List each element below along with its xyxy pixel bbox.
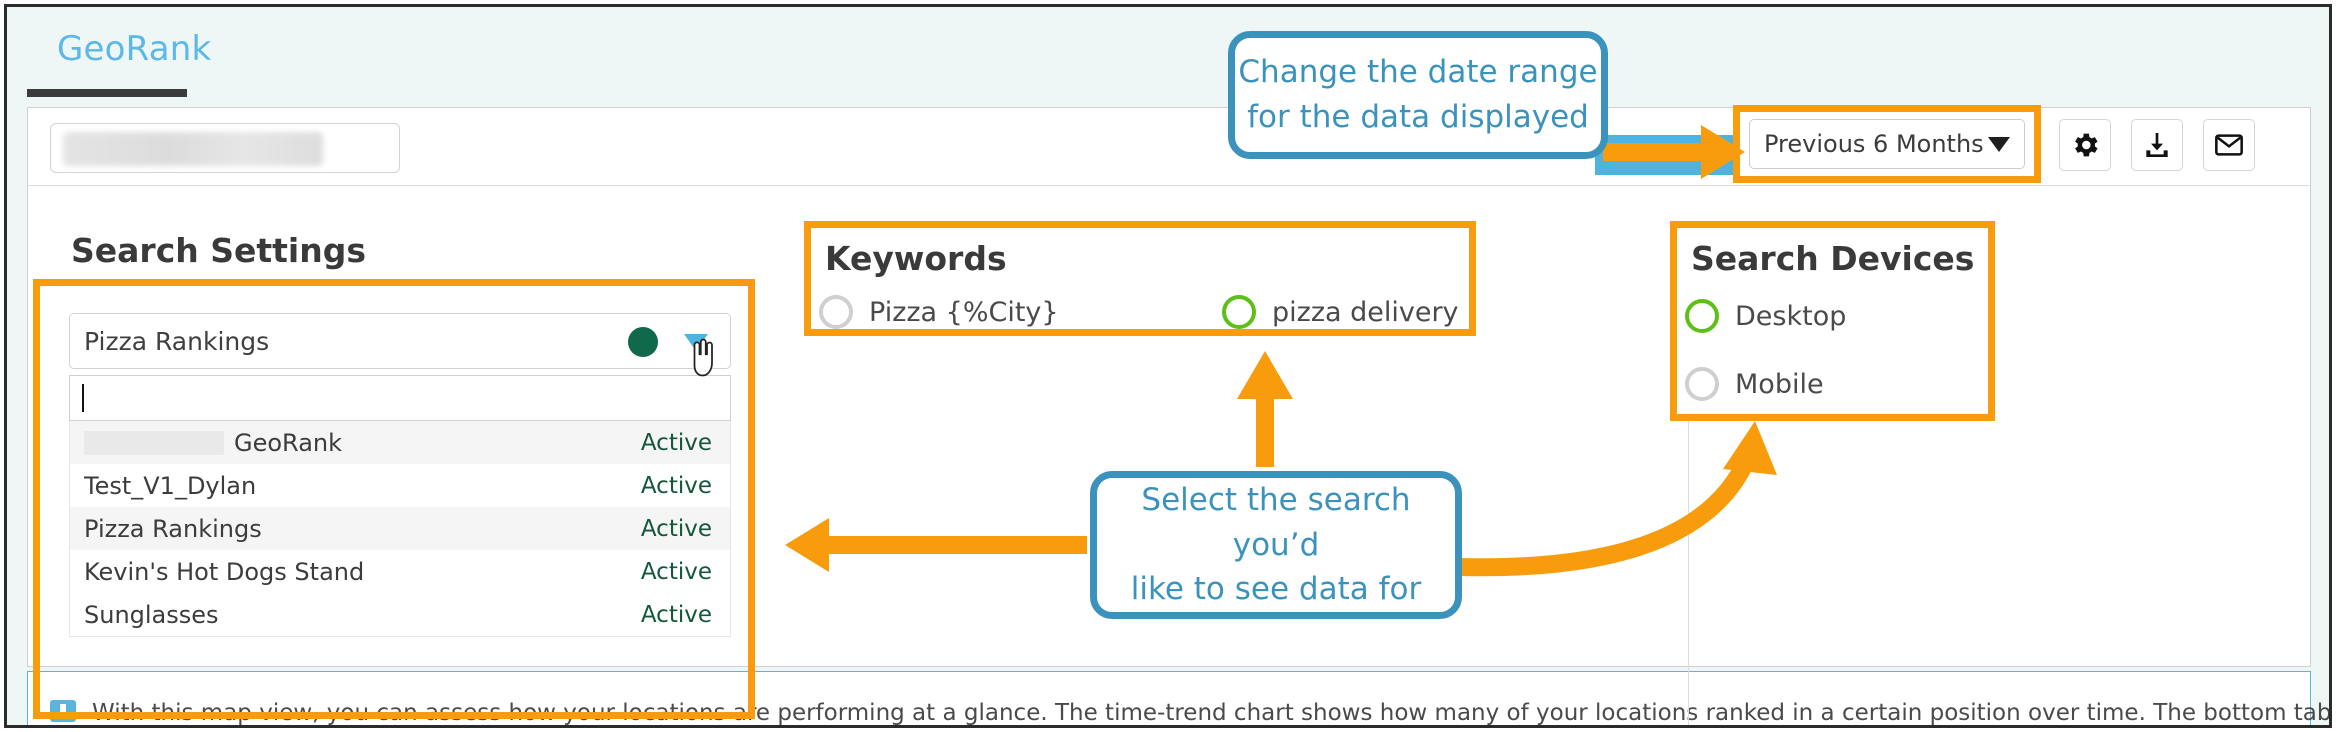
status-badge: Active bbox=[640, 515, 712, 542]
redacted-account-value bbox=[63, 132, 323, 166]
device-label: Desktop bbox=[1735, 300, 1847, 332]
list-item-label: GeoRank bbox=[84, 429, 342, 457]
text-cursor bbox=[82, 384, 84, 412]
cursor-pointer-icon bbox=[693, 338, 713, 377]
status-badge: Active bbox=[640, 429, 712, 456]
keywords-callout-box bbox=[804, 221, 1476, 336]
list-item[interactable]: Pizza Rankings Active bbox=[70, 507, 730, 550]
list-item-label: Test_V1_Dylan bbox=[84, 471, 257, 500]
search-settings-callout-box-bottom bbox=[33, 671, 755, 719]
list-item-label: Pizza Rankings bbox=[84, 514, 262, 543]
radio-icon-selected[interactable] bbox=[1685, 299, 1719, 333]
list-item[interactable]: GeoRank Active bbox=[70, 421, 730, 464]
application-window: GeoRank Previous 6 Months bbox=[4, 4, 2332, 728]
radio-icon-selected[interactable] bbox=[1222, 295, 1256, 329]
keyword-radio-option[interactable]: pizza delivery bbox=[1222, 295, 1459, 329]
email-button[interactable] bbox=[2203, 119, 2255, 171]
status-badge: Active bbox=[640, 558, 712, 585]
keyword-label: pizza delivery bbox=[1272, 296, 1459, 328]
search-selected-label: Pizza Rankings bbox=[84, 326, 270, 356]
search-select-panel: Pizza Rankings GeoRank Active Test_V1_Dy… bbox=[69, 313, 731, 693]
device-radio-option[interactable]: Mobile bbox=[1685, 367, 1824, 401]
list-item[interactable]: Kevin's Hot Dogs Stand Active bbox=[70, 550, 730, 593]
gear-icon bbox=[2075, 133, 2098, 157]
date-range-highlight-band bbox=[1595, 135, 1735, 175]
tab-bar: GeoRank bbox=[7, 7, 2329, 115]
radio-icon[interactable] bbox=[819, 295, 853, 329]
radio-icon[interactable] bbox=[1685, 367, 1719, 401]
keyword-radio-option[interactable]: Pizza {%City} bbox=[819, 295, 1059, 329]
callout-line-1: Change the date range bbox=[1238, 54, 1598, 91]
keywords-title: Keywords bbox=[825, 239, 1007, 278]
status-dot-icon bbox=[628, 327, 658, 357]
redacted-text bbox=[84, 430, 224, 455]
status-badge: Active bbox=[640, 472, 712, 499]
settings-button[interactable] bbox=[2059, 119, 2111, 171]
list-item-label: Kevin's Hot Dogs Stand bbox=[84, 557, 365, 586]
date-range-select[interactable]: Previous 6 Months bbox=[1749, 119, 2025, 169]
search-select-trigger[interactable]: Pizza Rankings bbox=[69, 313, 731, 369]
status-badge: Active bbox=[640, 601, 712, 628]
list-item[interactable]: Sunglasses Active bbox=[70, 593, 730, 636]
envelope-icon bbox=[2215, 134, 2243, 156]
keyword-label: Pizza {%City} bbox=[869, 296, 1059, 328]
device-radio-option[interactable]: Desktop bbox=[1685, 299, 1846, 333]
date-range-label: Previous 6 Months bbox=[1764, 130, 1984, 158]
search-devices-title: Search Devices bbox=[1691, 239, 1975, 278]
tab-georank[interactable]: GeoRank bbox=[57, 29, 212, 69]
callout-date-range: Change the date range for the data displ… bbox=[1228, 31, 1608, 159]
search-options-list: GeoRank Active Test_V1_Dylan Active Pizz… bbox=[69, 421, 731, 637]
search-devices-callout-box bbox=[1670, 221, 1995, 421]
download-button[interactable] bbox=[2131, 119, 2183, 171]
callout-line-2: like to see data for bbox=[1130, 571, 1422, 608]
list-item[interactable]: Test_V1_Dylan Active bbox=[70, 464, 730, 507]
download-icon bbox=[2146, 133, 2168, 157]
callout-line-2: for the data displayed bbox=[1247, 99, 1589, 135]
callout-select-search: Select the search you’d like to see data… bbox=[1090, 471, 1462, 619]
info-strip: With this map view, you can assess how y… bbox=[27, 671, 2329, 725]
device-label: Mobile bbox=[1735, 368, 1824, 400]
tab-active-underline bbox=[27, 89, 187, 97]
callout-line-1: Select the search you’d bbox=[1141, 481, 1411, 563]
search-filter-input[interactable] bbox=[69, 375, 731, 421]
list-item-label: Sunglasses bbox=[84, 600, 219, 629]
toolbar bbox=[28, 108, 2310, 186]
search-settings-title: Search Settings bbox=[71, 231, 367, 270]
account-search-input[interactable] bbox=[50, 123, 400, 173]
chevron-down-icon bbox=[1988, 136, 2010, 152]
